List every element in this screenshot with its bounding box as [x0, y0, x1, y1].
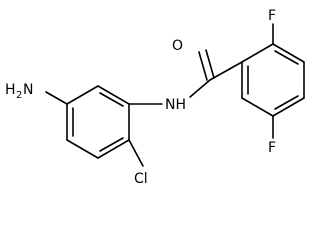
bond-nh-to-carbonyl — [189, 79, 211, 98]
bond-ring2-5 — [241, 97, 274, 117]
amine-h-label: H — [5, 82, 16, 98]
chlorine-label: Cl — [134, 171, 148, 187]
bond-ring1-1 — [66, 85, 99, 105]
bond-ring1-2 — [97, 85, 130, 105]
amine-n-label: N — [23, 82, 33, 98]
bond-ring2-4 — [272, 97, 305, 117]
bond-ring1-double-b — [99, 137, 124, 152]
bond-chlorine — [128, 139, 144, 167]
bond-ring2-2 — [272, 43, 305, 63]
amine-subscript-label: 2 — [16, 90, 22, 101]
molecule-structure-diagram: H 2 N NH O Cl F F — [5, 8, 305, 187]
bond-carbonyl-to-ring — [209, 61, 243, 81]
bond-amine — [45, 91, 68, 105]
amide-nh-label: NH — [165, 97, 186, 113]
bond-ring1-4 — [97, 139, 130, 159]
bond-co-a — [198, 51, 208, 81]
bond-co-b — [205, 49, 215, 79]
aminochlorophenyl-ring — [66, 85, 130, 159]
difluorophenyl-ring — [241, 43, 305, 117]
bond-ring1-double-a — [99, 92, 124, 107]
carbonyl-oxygen-label: O — [172, 38, 183, 54]
bond-ring2-double-b — [274, 95, 299, 110]
bond-ring2-double-a — [274, 50, 299, 65]
bond-ring2-1 — [241, 43, 274, 63]
bond-ring1-5 — [66, 139, 99, 159]
fluorine-top-label: F — [268, 8, 276, 24]
carbonyl-bond — [198, 49, 215, 81]
fluorine-bottom-label: F — [268, 140, 276, 156]
